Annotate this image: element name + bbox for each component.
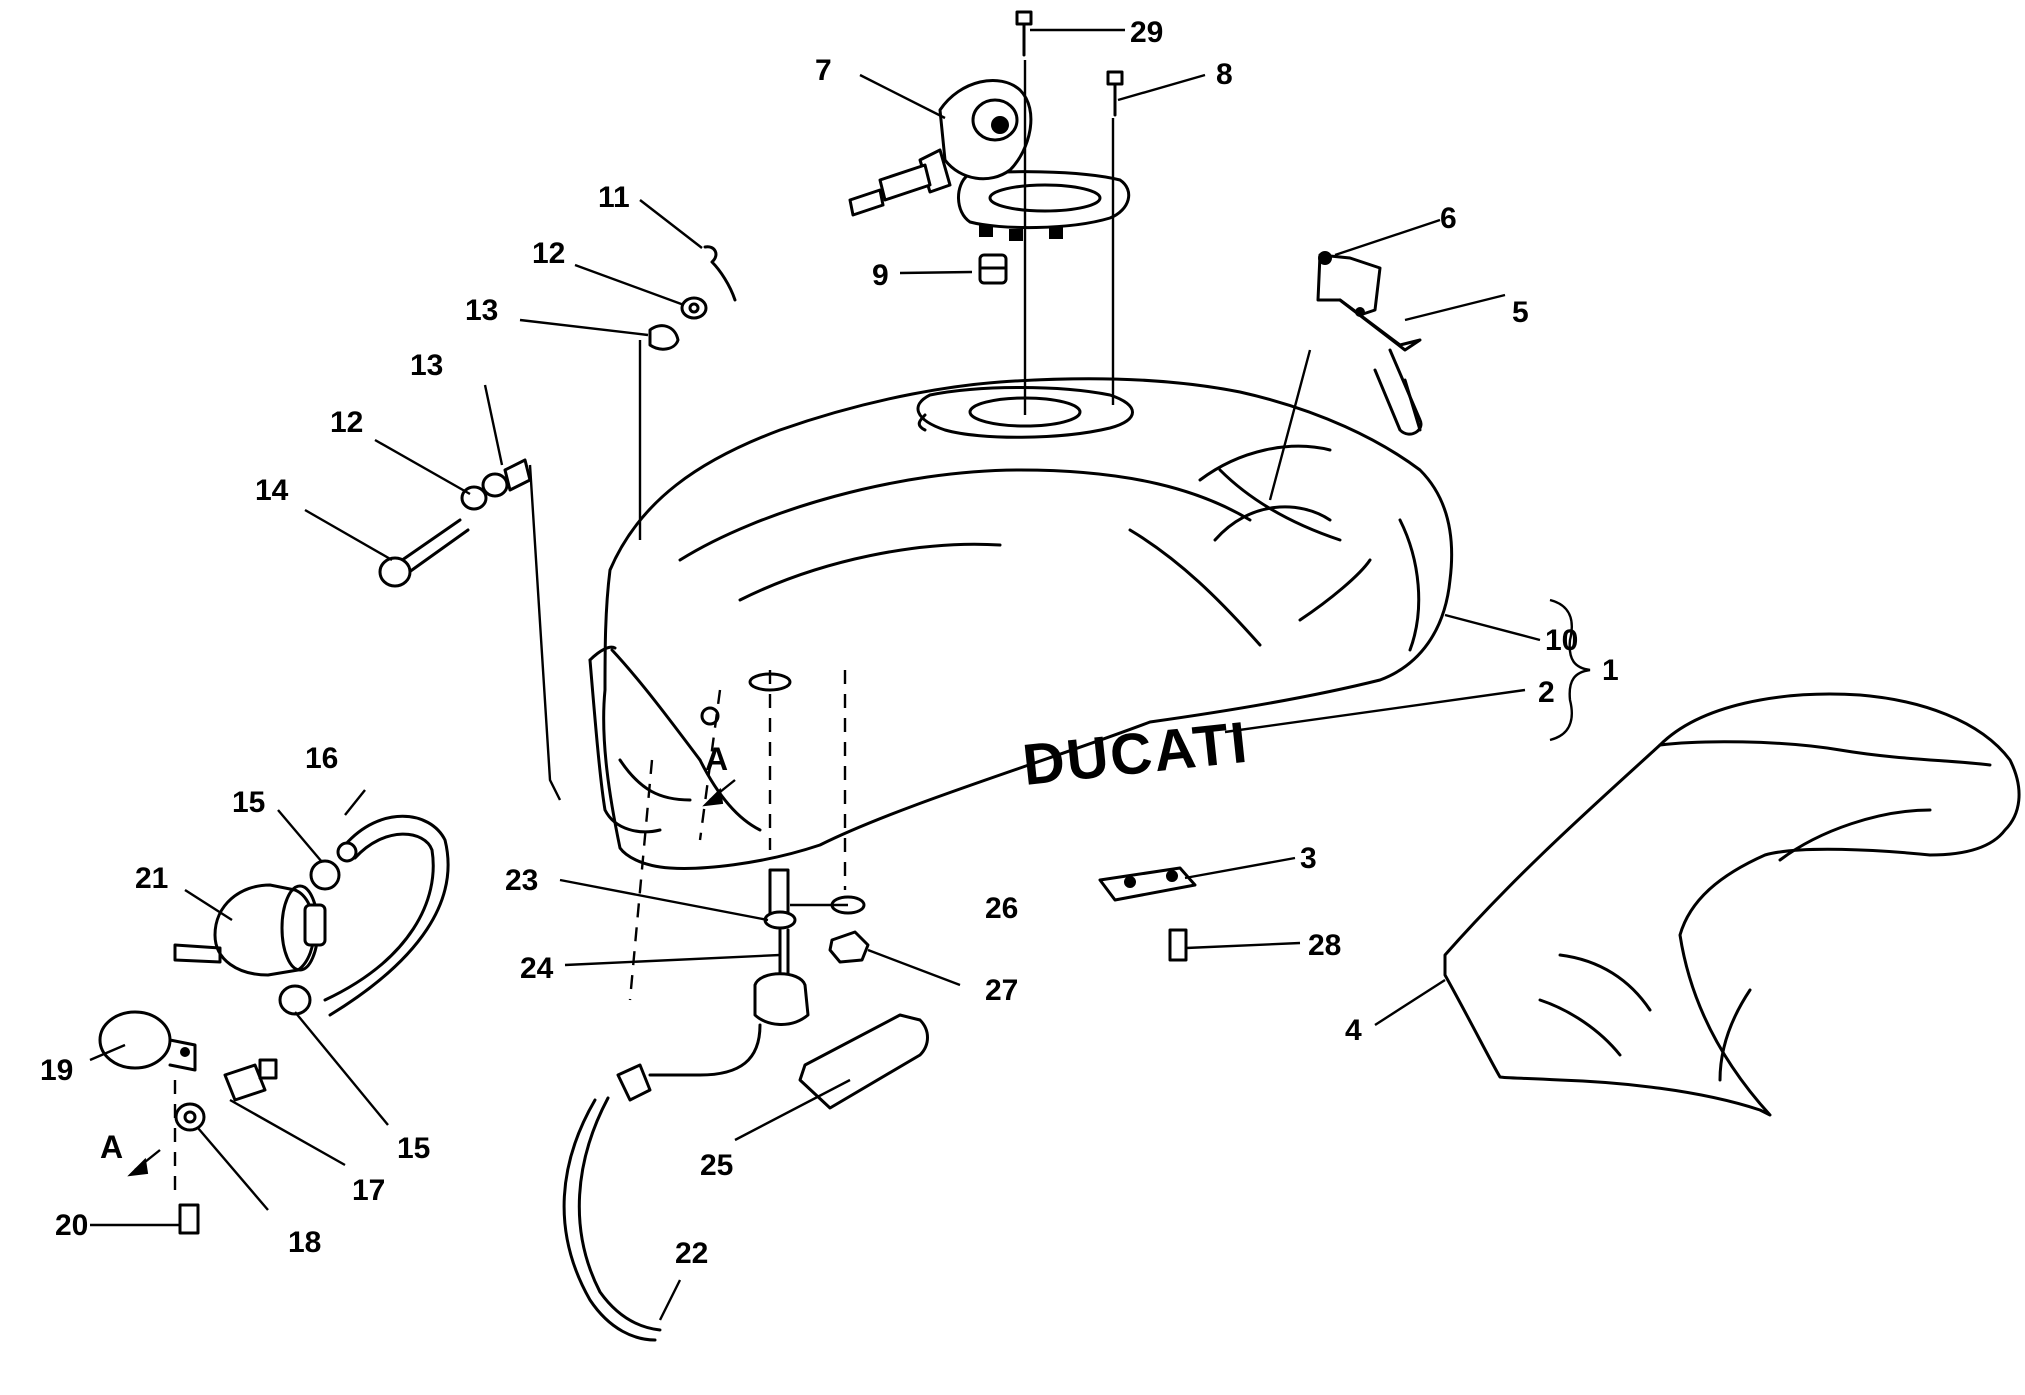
callout-10: 10	[1545, 624, 1578, 657]
view-arrow-a-lower	[127, 1149, 161, 1177]
callout-24: 24	[520, 952, 554, 985]
strap-5	[1316, 251, 1423, 436]
callout-16: 16	[305, 742, 338, 775]
valve-9	[978, 253, 1008, 285]
bracket-3	[1098, 866, 1197, 962]
view-arrow-a-upper	[702, 779, 736, 807]
view-marker-a-upper: A	[705, 741, 728, 777]
callout-leaders	[89, 28, 1591, 1321]
fuel-tank	[588, 377, 1454, 870]
fittings-lower	[174, 984, 312, 1235]
hose-22	[562, 1098, 657, 1342]
callout-3: 3	[1300, 842, 1317, 875]
callout-29: 29	[1130, 16, 1163, 49]
callout-22: 22	[675, 1237, 708, 1270]
bolt-14-assembly	[378, 458, 532, 588]
callout-15-lower: 15	[397, 1132, 430, 1165]
callout-5: 5	[1512, 296, 1529, 329]
gasket-25	[798, 1013, 929, 1110]
hose-22-inner	[577, 1096, 662, 1332]
callout-25: 25	[700, 1149, 733, 1182]
callout-26: 26	[985, 892, 1018, 925]
callout-13-lower: 13	[410, 349, 443, 382]
callout-14: 14	[255, 474, 289, 507]
callout-15-upper: 15	[232, 786, 265, 819]
callout-28: 28	[1308, 929, 1341, 962]
callout-23: 23	[505, 864, 538, 897]
callout-27: 27	[985, 974, 1018, 1007]
callout-20: 20	[55, 1209, 88, 1242]
callout-18: 18	[288, 1226, 321, 1259]
callout-11: 11	[598, 181, 630, 214]
fuel-level-sensor	[616, 868, 810, 1102]
washer-nut-26-27	[828, 895, 870, 964]
callout-19: 19	[40, 1054, 73, 1087]
callout-4: 4	[1345, 1014, 1362, 1047]
bolt-29	[1015, 10, 1033, 57]
callout-13-upper: 13	[465, 294, 498, 327]
callout-8: 8	[1216, 58, 1233, 91]
clip-11	[703, 245, 737, 302]
washer-spacer-upper	[648, 296, 708, 351]
callout-2: 2	[1538, 676, 1555, 709]
fuel-filter-assembly	[173, 814, 450, 1017]
callout-21: 21	[135, 862, 168, 895]
seat	[1443, 692, 2021, 1117]
bolt-8	[1106, 70, 1124, 117]
callout-12-upper: 12	[532, 237, 565, 270]
callout-12-lower: 12	[330, 406, 363, 439]
clamp-19	[98, 1010, 197, 1072]
callout-1: 1	[1602, 654, 1619, 687]
callout-17: 17	[352, 1174, 385, 1207]
assembly-lines	[173, 60, 1312, 1195]
callout-7: 7	[815, 54, 832, 87]
filler-cap-assembly	[848, 78, 1131, 241]
callout-9: 9	[872, 259, 889, 292]
view-marker-a-lower: A	[100, 1129, 123, 1165]
callout-6: 6	[1440, 202, 1457, 235]
